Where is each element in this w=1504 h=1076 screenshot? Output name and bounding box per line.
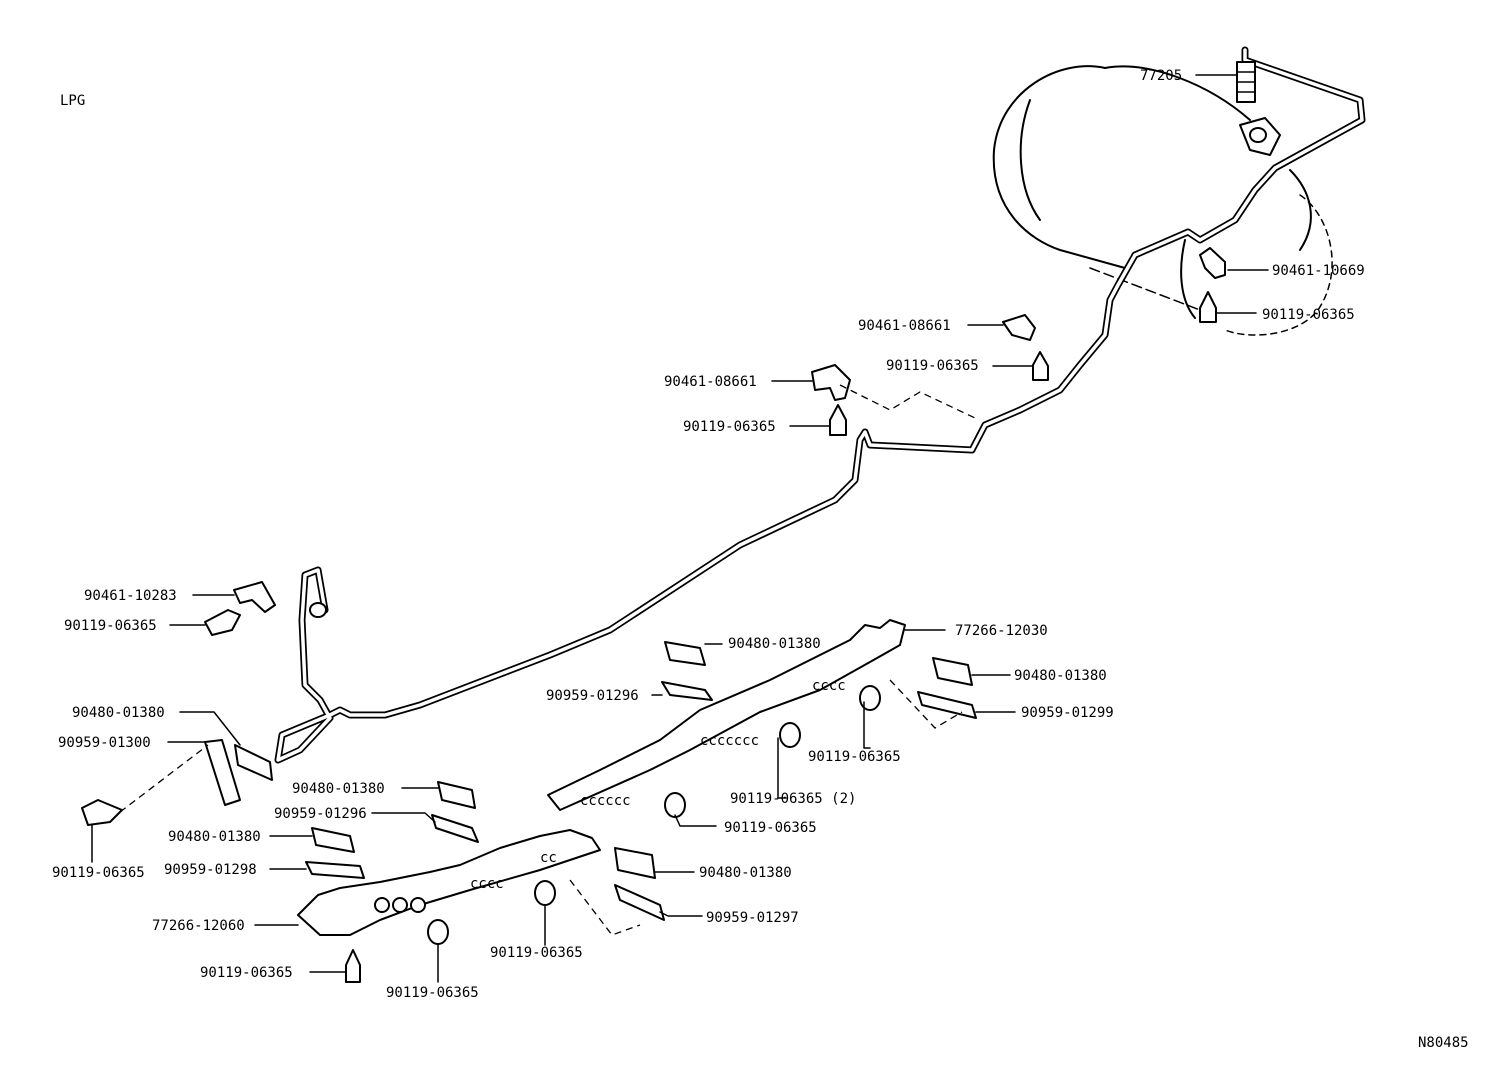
lpg-tank [992, 65, 1333, 336]
callout-90959-01300: 90959-01300 [58, 735, 151, 751]
callout-90959-01298: 90959-01298 [164, 862, 257, 878]
clamp-90480-c [311, 827, 355, 853]
callout-90461-10669: 90461-10669 [1272, 263, 1365, 279]
bracket-90959-a [661, 681, 713, 701]
clip-bottom-a [534, 880, 556, 906]
svg-text:cccccc: cccccc [580, 793, 631, 809]
clamp-tank [1199, 247, 1226, 279]
leader-lines [91, 74, 1269, 983]
svg-text:cccc: cccc [812, 678, 846, 694]
bracket-90959-01300 [204, 739, 241, 806]
clamp-upper [1002, 314, 1036, 341]
callout-clip-upper: 90119-06365 [886, 358, 979, 374]
bracket-90959-b [431, 814, 479, 843]
clamp-90480-d [614, 847, 656, 879]
figure-code: N80485 [1418, 1035, 1469, 1051]
callout-clip-bottom-a: 90119-06365 [490, 945, 583, 961]
clamp-90480-left [234, 744, 273, 781]
callout-90959-01299: 90959-01299 [1021, 705, 1114, 721]
callout-clip-tank: 90119-06365 [1262, 307, 1355, 323]
callout-clip-bottom-c: 90119-06365 [200, 965, 293, 981]
callout-90461-08661-lower: 90461-08661 [664, 374, 757, 390]
callout-clip-right-a: 90119-06365 [808, 749, 901, 765]
svg-text:cc: cc [540, 850, 557, 866]
bracket-90959-01298 [305, 861, 365, 879]
callout-90461-08661-upper: 90461-08661 [858, 318, 951, 334]
fitting-77205 [1236, 61, 1281, 156]
callout-90480-left: 90480-01380 [72, 705, 165, 721]
clamp-left [233, 581, 276, 613]
clip-center [664, 792, 686, 818]
clip-left [204, 609, 241, 636]
protector-77266-12030: cccccc ccccccc cccc [547, 619, 906, 811]
svg-text:cccc: cccc [470, 876, 504, 892]
callout-77266-12030: 77266-12030 [955, 623, 1048, 639]
bracket-90959-01297 [614, 884, 665, 921]
clamp-mid [811, 364, 851, 401]
clip-right-b [779, 722, 801, 748]
clamp-90480-a [664, 641, 706, 666]
clip-bottom-c [345, 949, 361, 983]
callout-90480-b: 90480-01380 [292, 781, 385, 797]
callout-90480-c: 90480-01380 [168, 829, 261, 845]
callout-clip-right-b: 90119-06365 (2) [730, 791, 856, 807]
callout-clip-mid: 90119-06365 [683, 419, 776, 435]
clip-far-left [81, 799, 123, 826]
clamp-90480-b [437, 781, 476, 809]
callout-77205: 77205 [1140, 68, 1182, 84]
callout-clip-left: 90119-06365 [64, 618, 157, 634]
clip-upper [1032, 351, 1049, 381]
section-label: LPG [60, 93, 85, 109]
callout-90959-01296-a: 90959-01296 [546, 688, 639, 704]
bracket-90959-01299 [917, 691, 977, 719]
callout-90480-right: 90480-01380 [1014, 668, 1107, 684]
callout-clip-far-left: 90119-06365 [52, 865, 145, 881]
callout-90480-a: 90480-01380 [728, 636, 821, 652]
clip-mid [829, 404, 847, 436]
callout-77266-12060: 77266-12060 [152, 918, 245, 934]
callout-90959-01296-b: 90959-01296 [274, 806, 367, 822]
clip-right-a [859, 685, 881, 711]
callout-90480-d: 90480-01380 [699, 865, 792, 881]
callout-90461-10283: 90461-10283 [84, 588, 177, 604]
clip-tank [1199, 291, 1217, 323]
clip-bottom-b [427, 919, 449, 945]
callout-clip-bottom-b: 90119-06365 [386, 985, 479, 1001]
callout-clip-center: 90119-06365 [724, 820, 817, 836]
svg-text:ccccccc: ccccccc [700, 733, 759, 749]
fuel-pipe [274, 46, 1366, 764]
protector-77266-12060: cccc cc [297, 829, 601, 936]
callout-90959-01297: 90959-01297 [706, 910, 799, 926]
clamp-90480-right [932, 657, 973, 686]
